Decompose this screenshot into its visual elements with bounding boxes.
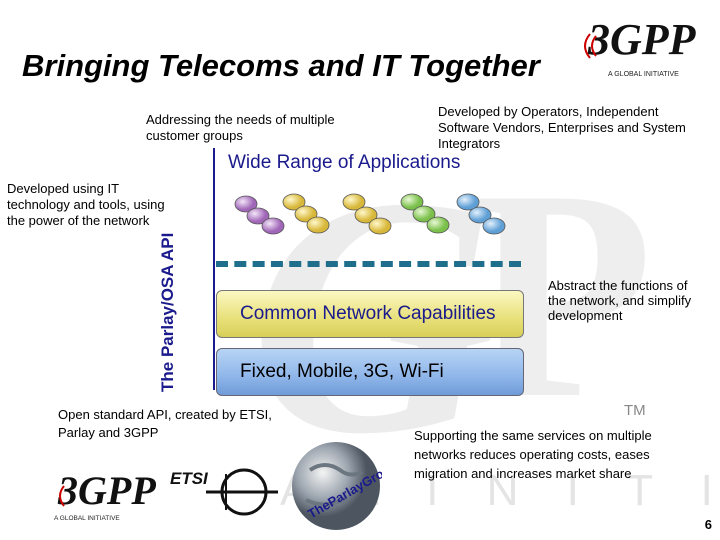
app-bubble xyxy=(261,217,285,235)
api-divider xyxy=(213,148,215,390)
open-standard-text: Open standard API, created by ETSI, Parl… xyxy=(58,407,272,440)
app-bubble xyxy=(400,193,424,211)
svg-text:A GLOBAL INITIATIVE: A GLOBAL INITIATIVE xyxy=(54,515,120,522)
app-bubble xyxy=(468,206,492,224)
application-bubbles xyxy=(234,193,506,235)
app-bubble xyxy=(354,206,378,224)
supporting-text: Supporting the same services on multiple… xyxy=(414,428,652,481)
app-bubble xyxy=(282,193,306,211)
api-dashed-line xyxy=(216,261,521,267)
page-number: 6 xyxy=(704,517,712,532)
app-bubble xyxy=(412,205,436,223)
networks-box xyxy=(216,348,524,396)
app-bubble xyxy=(234,195,258,213)
developers-text: Developed by Operators, Independent Soft… xyxy=(438,104,686,151)
networks-label: Fixed, Mobile, 3G, Wi-Fi xyxy=(240,361,444,382)
app-bubble xyxy=(306,216,330,234)
parlay-logo: TheParlayGroup xyxy=(290,440,400,532)
svg-text:ETSI: ETSI xyxy=(170,469,209,488)
etsi-logo: ETSI xyxy=(166,462,282,518)
app-bubble xyxy=(426,216,450,234)
bottom-3gpp-logo: 3GPP A GLOBAL INITIATIVE xyxy=(50,462,160,524)
app-bubble xyxy=(456,193,480,211)
svg-text:3GPP: 3GPP xyxy=(57,468,156,513)
trademark: TM xyxy=(624,402,646,419)
api-label: The Parlay/OSA API xyxy=(158,232,177,392)
needs-text: Addressing the needs of multiple custome… xyxy=(146,112,335,143)
app-bubble xyxy=(246,207,270,225)
capabilities-label: Common Network Capabilities xyxy=(240,303,496,324)
top-3gpp-logo: 3GPP A GLOBAL INITIATIVE xyxy=(578,6,698,80)
slide-title: Bringing Telecoms and IT Together xyxy=(22,48,540,83)
abstract-text: Abstract the functions of the network, a… xyxy=(548,278,692,323)
capabilities-box xyxy=(216,290,524,338)
app-bubble xyxy=(482,217,506,235)
app-bubble xyxy=(294,205,318,223)
svg-text:A GLOBAL INITIATIVE: A GLOBAL INITIATIVE xyxy=(608,71,679,78)
app-bubble xyxy=(368,217,392,235)
svg-text:3GPP: 3GPP xyxy=(587,15,697,64)
applications-label: Wide Range of Applications xyxy=(228,152,461,173)
it-text: Developed using IT technology and tools,… xyxy=(7,181,165,228)
app-bubble xyxy=(342,193,366,211)
